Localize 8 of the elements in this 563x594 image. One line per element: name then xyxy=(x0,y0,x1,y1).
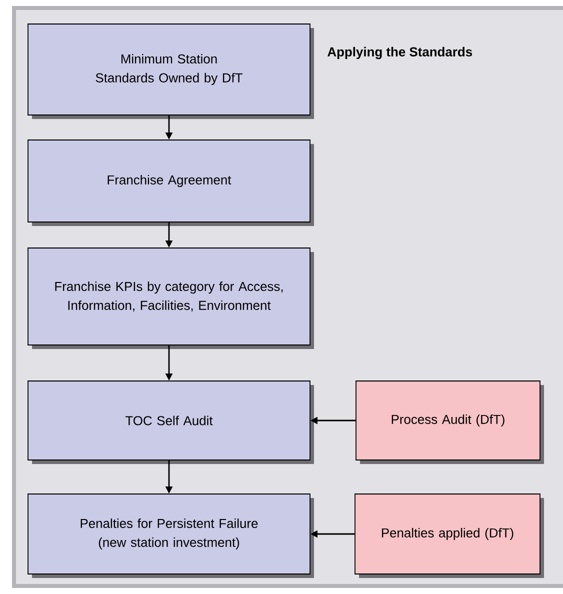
process-box: Penalties for Persistent Failure (new station investment) xyxy=(28,494,314,578)
audit-box: Process Audit (DfT) xyxy=(356,380,544,464)
diagram-title: Applying the Standards xyxy=(328,46,472,60)
process-box: Franchise Agreement xyxy=(28,140,314,226)
process-box: TOC Self Audit xyxy=(28,380,314,464)
process-box: Franchise KPIs by category for Access, Information, Facilities, Environment xyxy=(28,248,314,349)
process-box: Minimum Station Standards Owned by DfT xyxy=(28,24,314,119)
audit-box: Penalties applied (DfT) xyxy=(354,494,544,578)
